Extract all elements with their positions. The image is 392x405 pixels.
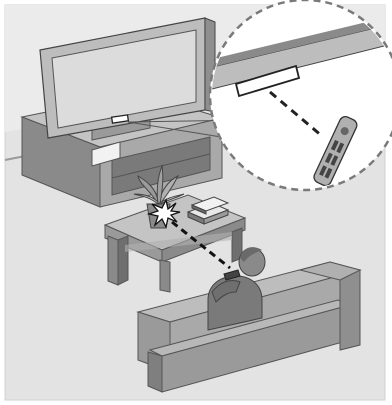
remote-sensor-icon xyxy=(110,114,130,124)
remote-control-icon xyxy=(313,115,358,187)
tv-screen xyxy=(51,29,197,129)
callout-sensor xyxy=(234,64,301,98)
callout-tv-edge xyxy=(212,14,392,70)
books-icon xyxy=(186,196,230,225)
held-remote xyxy=(223,269,241,281)
tv-icon xyxy=(39,17,216,141)
person-icon xyxy=(207,247,266,331)
ir-beam-blocked xyxy=(171,220,231,270)
callout-tv-top xyxy=(212,21,392,93)
obstruction-burst-icon xyxy=(146,198,181,229)
zoom-callout-icon xyxy=(127,0,392,192)
callout-ir-beam xyxy=(269,90,323,138)
